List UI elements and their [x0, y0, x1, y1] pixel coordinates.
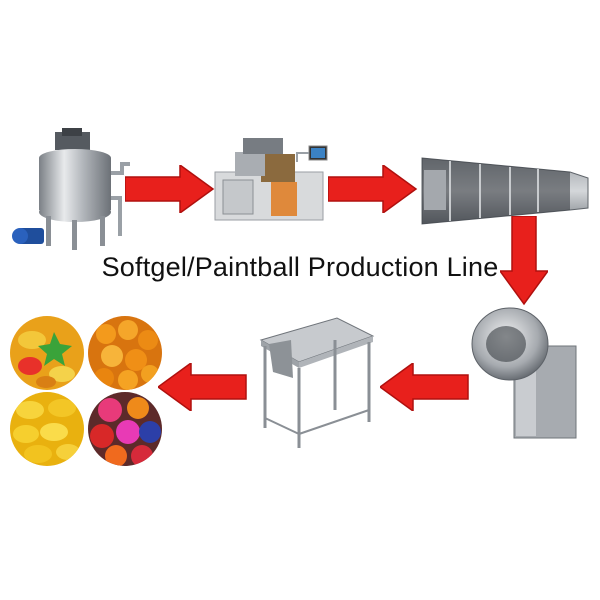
- mixing-tank-machine: [12, 128, 130, 250]
- flow-arrow-left-1: [380, 363, 469, 411]
- product-orange-softgels: [88, 316, 162, 390]
- softgel-encapsulation-machine: [214, 138, 328, 221]
- flow-arrow-right-2: [328, 165, 418, 213]
- flow-arrow-right-1: [125, 165, 215, 213]
- inspection-table: [259, 317, 375, 448]
- product-paintballs: [88, 392, 162, 466]
- product-fish-shaped-softgels: [10, 316, 84, 390]
- flow-arrow-left-2: [158, 363, 247, 411]
- diagram-title: Softgel/Paintball Production Line: [101, 252, 499, 282]
- flow-arrow-down: [500, 216, 548, 306]
- tumble-dryer-line: [421, 157, 589, 225]
- product-yellow-oval-softgels: [10, 392, 84, 466]
- coating-pan: [471, 307, 577, 439]
